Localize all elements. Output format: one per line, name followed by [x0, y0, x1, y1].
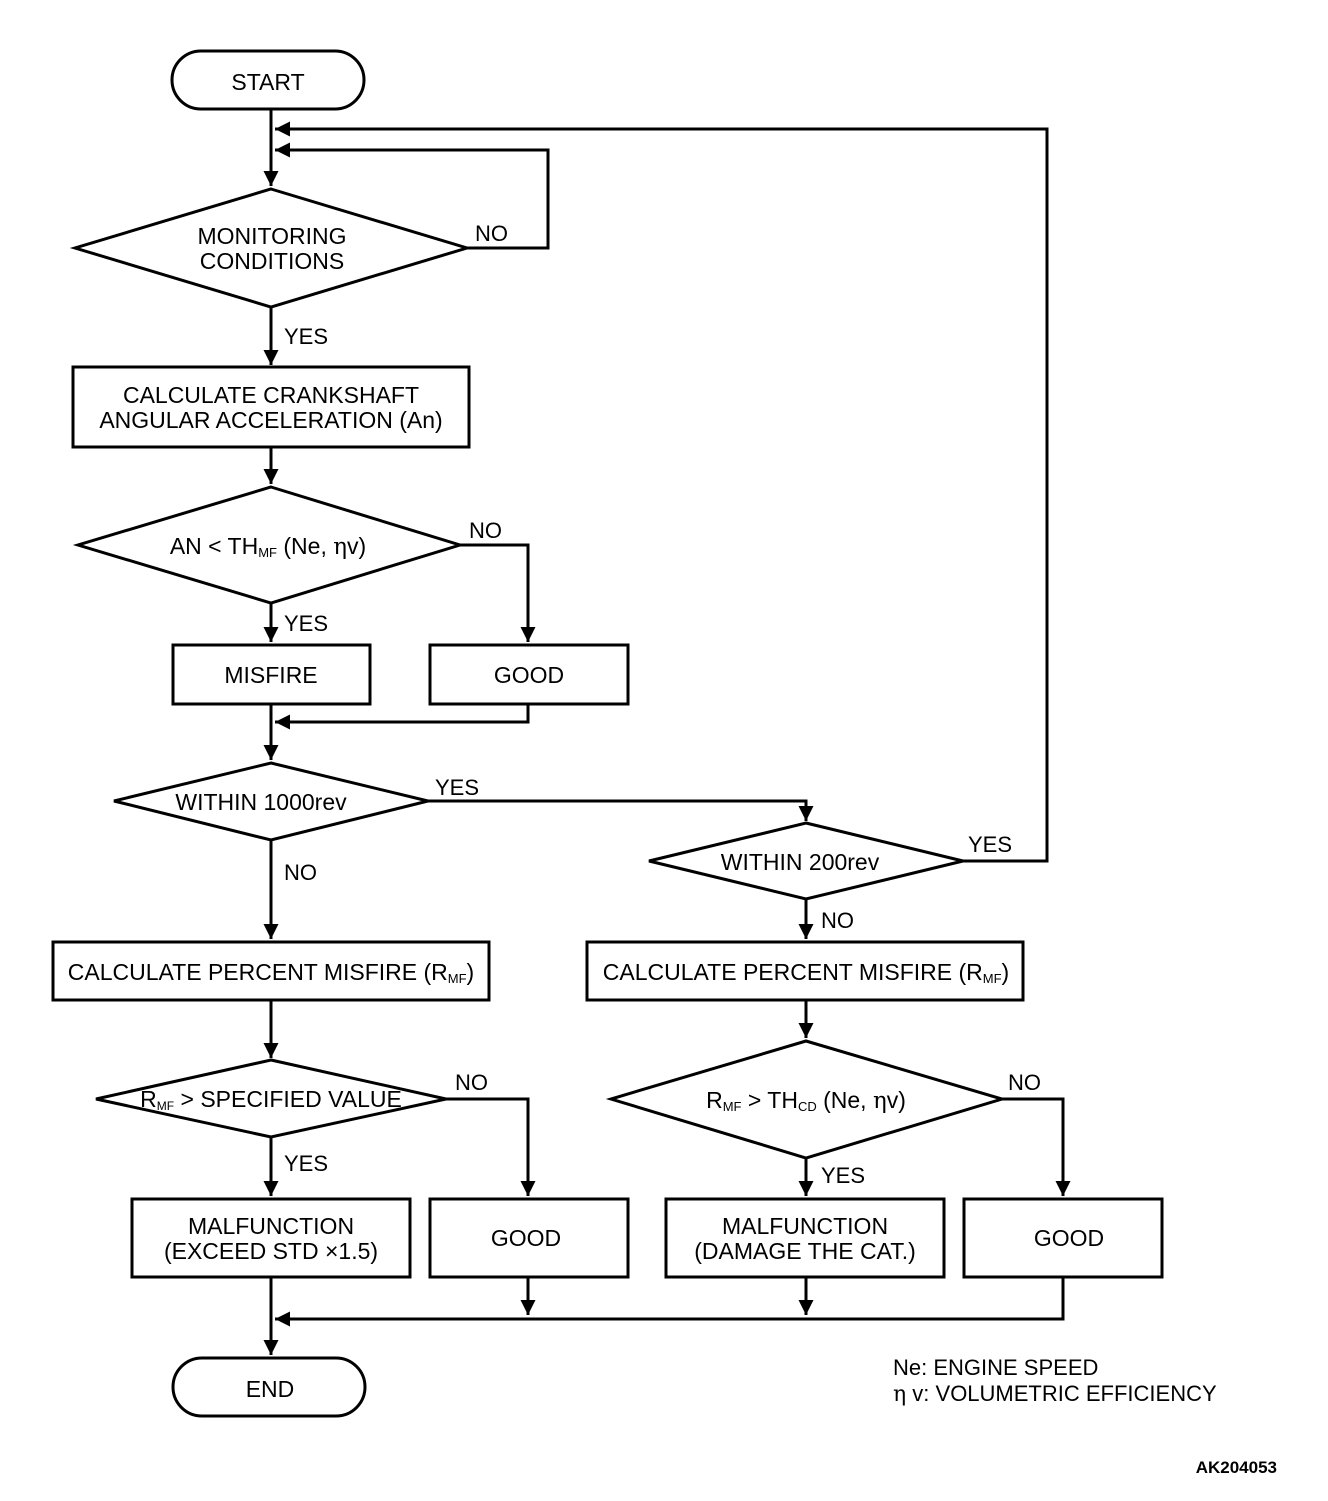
label-within200-no: NO	[821, 908, 854, 933]
malfunction-exceed-std-process: MALFUNCTION (EXCEED STD ×1.5)	[130, 1197, 412, 1279]
label-thcd-yes: YES	[821, 1163, 865, 1188]
within-1000-label: WITHIN 1000rev	[175, 789, 347, 815]
calc-percent-right-label: CALCULATE PERCENT MISFIRE (RMF)	[603, 959, 1009, 986]
within-1000rev-decision: WITHIN 1000rev	[113, 761, 429, 842]
within-200-label: WITHIN 200rev	[721, 849, 880, 875]
label-thcd-no: NO	[1008, 1070, 1041, 1095]
label-specified-no: NO	[455, 1070, 488, 1095]
edge-within1000-yes	[428, 799, 814, 821]
misfire-process: MISFIRE	[171, 643, 372, 706]
label-within200-yes: YES	[968, 832, 1012, 857]
within-200rev-decision: WITHIN 200rev	[648, 821, 964, 901]
calc-percent-left-process: CALCULATE PERCENT MISFIRE (RMF)	[51, 940, 491, 1002]
end-terminal: END	[171, 1356, 367, 1418]
label-within1000-yes: YES	[435, 775, 479, 800]
good-1-process: GOOD	[428, 643, 630, 706]
edge-labels: NO YES NO YES YES NO YES NO NO YES NO YE…	[284, 221, 1041, 1188]
start-terminal: START	[170, 49, 366, 111]
monitoring-conditions-decision: MONITORING CONDITIONS	[69, 187, 473, 309]
label-monitoring-yes: YES	[284, 324, 328, 349]
label-specified-yes: YES	[284, 1151, 328, 1176]
good-3-label: GOOD	[1034, 1225, 1104, 1251]
edge-within200-yes-loop	[275, 121, 1049, 863]
malfunction-damage-cat-process: MALFUNCTION (DAMAGE THE CAT.)	[664, 1197, 946, 1279]
malfunction-std-line1: MALFUNCTION	[188, 1213, 354, 1239]
malfunction-cat-line2: (DAMAGE THE CAT.)	[694, 1238, 916, 1264]
rmf-specified-decision: RMF > SPECIFIED VALUE	[95, 1058, 447, 1139]
start-label: START	[231, 69, 304, 95]
figure-id: AK204053	[1196, 1458, 1277, 1477]
label-an-yes: YES	[284, 611, 328, 636]
calc-percent-right-process: CALCULATE PERCENT MISFIRE (RMF)	[585, 940, 1025, 1002]
good-1-label: GOOD	[494, 662, 564, 688]
monitoring-label-line1: MONITORING	[197, 223, 346, 249]
legend-engine-speed: Ne: ENGINE SPEED	[893, 1355, 1098, 1380]
edge-monitoring-no-loop	[275, 142, 550, 250]
calc-accel-line1: CALCULATE CRANKSHAFT	[123, 382, 419, 408]
calculate-accel-process: CALCULATE CRANKSHAFT ANGULAR ACCELERATIO…	[71, 365, 471, 449]
label-monitoring-no: NO	[475, 221, 508, 246]
calc-percent-left-label: CALCULATE PERCENT MISFIRE (RMF)	[68, 959, 474, 986]
legend: Ne: ENGINE SPEED η v: VOLUMETRIC EFFICIE…	[893, 1355, 1217, 1407]
edge-an-no	[460, 543, 536, 642]
label-within1000-no: NO	[284, 860, 317, 885]
rmf-specified-label: RMF > SPECIFIED VALUE	[140, 1086, 402, 1113]
end-label: END	[246, 1376, 295, 1402]
edge-specified-no	[446, 1097, 536, 1196]
calc-accel-line2: ANGULAR ACCELERATION (An)	[99, 407, 442, 433]
good-3-process: GOOD	[962, 1197, 1164, 1279]
label-an-no: NO	[469, 518, 502, 543]
rmf-thcd-label: RMF > THCD (Ne, ηv)	[706, 1087, 906, 1114]
an-threshold-decision: AN < THMF (Ne, ηv)	[72, 485, 466, 605]
edge-good1-merge	[275, 705, 530, 730]
rmf-thcd-decision: RMF > THCD (Ne, ηv)	[605, 1039, 1008, 1160]
good-2-label: GOOD	[491, 1225, 561, 1251]
connectors	[263, 110, 1071, 1355]
good-2-process: GOOD	[428, 1197, 630, 1279]
edge-thcd-no	[1002, 1097, 1071, 1196]
malfunction-cat-line1: MALFUNCTION	[722, 1213, 888, 1239]
legend-volumetric-efficiency: η v: VOLUMETRIC EFFICIENCY	[893, 1381, 1217, 1407]
monitoring-label-line2: CONDITIONS	[200, 248, 344, 274]
an-condition-label: AN < THMF (Ne, ηv)	[170, 533, 366, 560]
edge-bottom-merge	[275, 1278, 1065, 1327]
malfunction-std-line2: (EXCEED STD ×1.5)	[164, 1238, 378, 1264]
misfire-label: MISFIRE	[224, 662, 317, 688]
